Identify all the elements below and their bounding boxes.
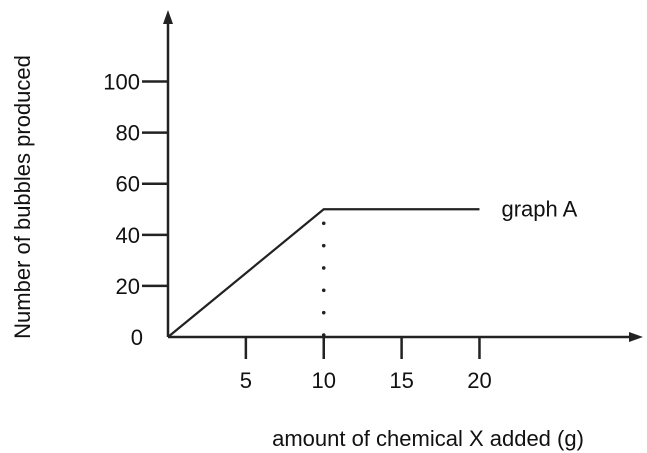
guides <box>321 221 326 337</box>
x-tick-label-10: 10 <box>311 368 335 393</box>
x-tick-label-15: 15 <box>389 368 413 393</box>
series <box>167 208 480 338</box>
guide-dot-0-5 <box>321 333 326 337</box>
x-axis-label: amount of chemical X added (g) <box>272 426 584 451</box>
x-axis-arrow <box>629 332 643 342</box>
y-axis-label: Number of bubbles produced <box>10 55 35 339</box>
guide-dot-0-3 <box>321 288 326 293</box>
guide-dot-0-0 <box>321 221 326 226</box>
guide-dot-0-1 <box>321 243 326 248</box>
guide-dot-0-4 <box>321 310 326 315</box>
y-tick-label-60: 60 <box>116 172 140 197</box>
series-line-0 <box>167 208 480 338</box>
axes <box>163 10 643 342</box>
y-tick-label-0: 0 <box>131 325 143 350</box>
y-tick-label-80: 80 <box>116 121 140 146</box>
ticks <box>142 80 481 359</box>
x-tick-label-20: 20 <box>467 368 491 393</box>
y-tick-label-40: 40 <box>116 223 140 248</box>
x-tick-label-5: 5 <box>240 368 252 393</box>
labels: 0 20 40 60 80 100 5 10 15 20 graph A <box>103 70 577 393</box>
y-axis-arrow <box>163 10 173 24</box>
guide-dot-0-2 <box>321 266 326 270</box>
y-tick-label-100: 100 <box>103 70 140 95</box>
series-label-0: graph A <box>501 196 577 221</box>
y-tick-label-20: 20 <box>116 274 140 299</box>
